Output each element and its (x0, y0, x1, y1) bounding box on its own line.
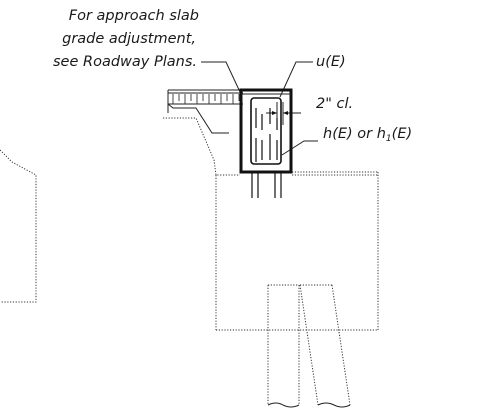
approach-slab-note: For approach slab grade adjustment, see … (53, 8, 199, 70)
stirrup-leader (279, 61, 313, 98)
bars-leader (281, 140, 318, 156)
leader-lines (201, 61, 318, 156)
bars-label-main: h(E) or h (323, 126, 386, 142)
approach-note-line-1: For approach slab (69, 8, 199, 24)
pile-1-break (267, 402, 300, 408)
piles (267, 284, 351, 408)
pile-2-right (331, 284, 351, 406)
bars-label: h(E) or h1(E) (323, 126, 412, 144)
slab-hatching (172, 94, 240, 104)
pile-2-break (317, 402, 351, 408)
clear-cover-label: 2" cl. (316, 96, 353, 112)
pile-2-left (299, 284, 319, 406)
approach-note-leader (201, 61, 241, 93)
cover-arrowhead-right (283, 111, 288, 115)
backwall-outline (239, 88, 293, 174)
wingwall-outline (0, 149, 37, 303)
slab-seat-line (167, 103, 229, 134)
cap-upper-left-edge (163, 117, 240, 176)
cover-arrowhead-left (272, 111, 277, 115)
dowels (251, 172, 282, 198)
wingwall (0, 149, 37, 303)
abutment-cap (163, 117, 379, 331)
bars-label-subscript: 1 (386, 134, 392, 144)
longitudinal-bars (255, 108, 278, 162)
approach-note-line-3: see Roadway Plans. (53, 54, 197, 70)
bars-label-tail: (E) (392, 126, 412, 142)
stirrup-label: u(E) (316, 54, 346, 70)
backwall (239, 88, 293, 198)
approach-note-line-2: grade adjustment, (62, 31, 196, 47)
stirrup-u-bar (250, 97, 282, 165)
approach-slab (167, 89, 243, 134)
